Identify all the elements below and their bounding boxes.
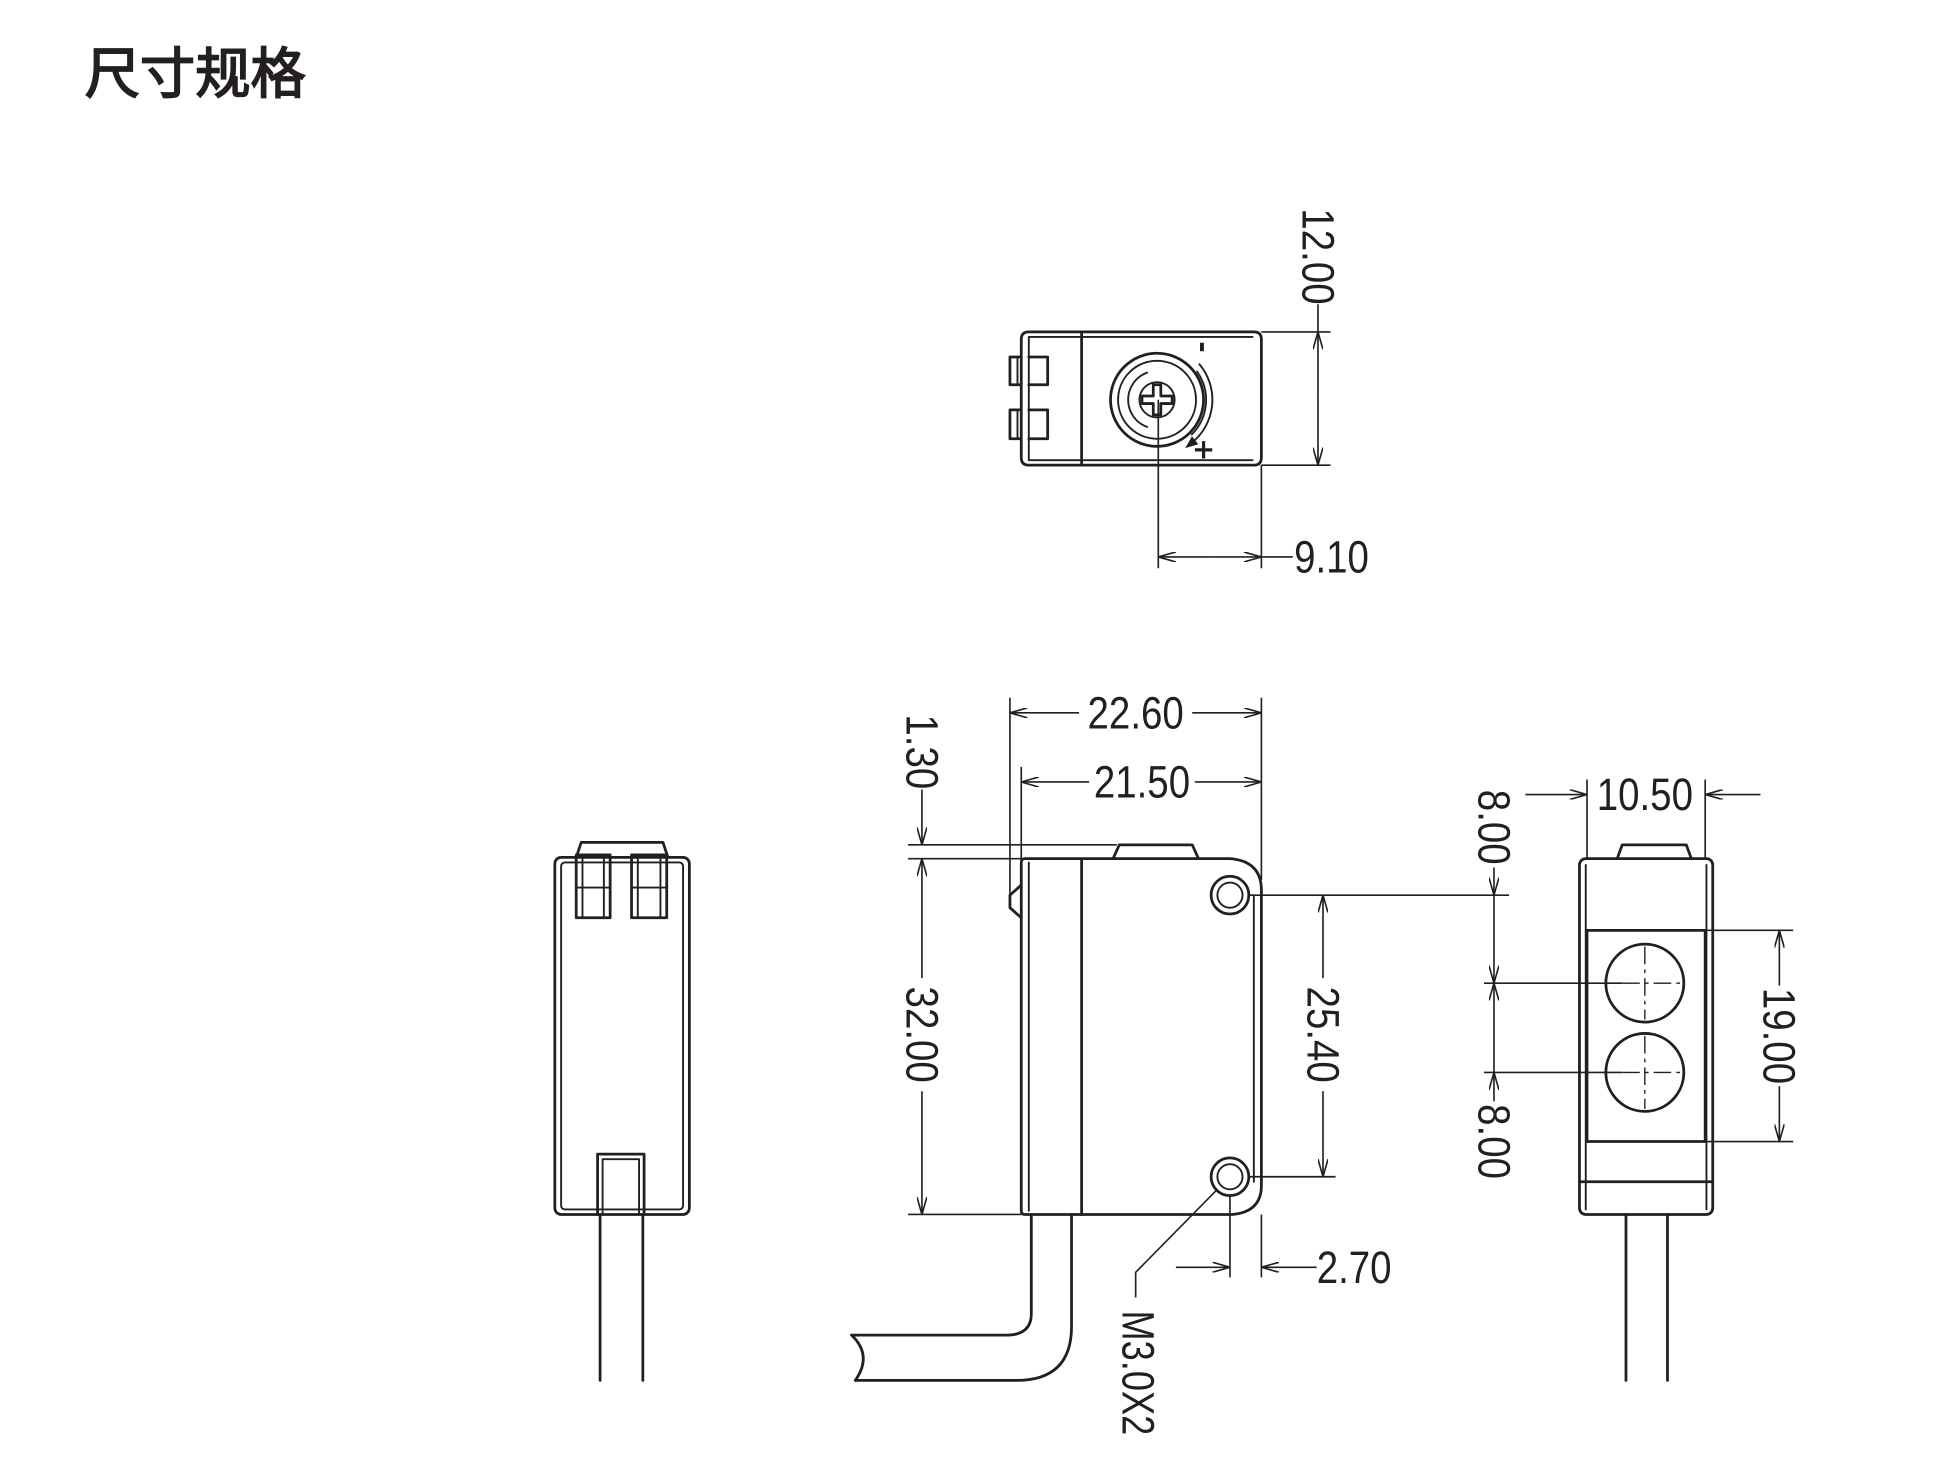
dimension-label: 9.10 (1294, 532, 1369, 583)
connector-tab-bottom (1008, 408, 1050, 441)
dimension-adjuster-offset: 9.10 (1157, 399, 1369, 583)
front-view-top-cap (1111, 843, 1200, 861)
thread-label: M3.0X2 (1113, 1311, 1164, 1436)
top-view: - + 12.00 9.10 (1008, 208, 1369, 583)
thread-callout: M3.0X2 (1113, 1188, 1218, 1436)
side-view-cable-gland (596, 1152, 646, 1216)
side-view-top-cap (574, 840, 670, 920)
dimension-label: 12.00 (1293, 208, 1344, 304)
mounting-hole-top (1209, 874, 1251, 916)
dimension-window-height: 19.00 (1705, 929, 1805, 1143)
adjuster-plus-mark: + (1192, 432, 1215, 465)
dimension-body-height: 32.00 (897, 858, 1022, 1216)
front-view: 22.60 21.50 1.30 32.00 25.40 (850, 688, 1510, 1436)
screw-cross-icon (1140, 383, 1174, 417)
adjust-direction-arrow-icon (1185, 363, 1214, 449)
lens-view: 10.50 8.00 8.00 19.00 (1469, 769, 1805, 1382)
dimension-label: 8.00 (1469, 790, 1520, 865)
lens-view-body (1578, 857, 1715, 1216)
dimension-label: 22.60 (1088, 688, 1184, 739)
page-title: 尺寸规格 (85, 43, 307, 107)
side-view-body (553, 856, 691, 1216)
dimension-hole-pitch: 25.40 (1247, 894, 1510, 1178)
dimension-label: 2.70 (1317, 1242, 1392, 1293)
front-view-side-tab (1008, 883, 1023, 920)
dimension-label: 1.30 (897, 714, 948, 789)
dimension-hole-edge: 2.70 (1175, 1194, 1392, 1293)
front-view-cable (850, 1213, 1073, 1382)
side-view (553, 840, 691, 1382)
lens-view-cable (1624, 1213, 1669, 1382)
dimension-label: 19.00 (1754, 988, 1805, 1084)
dimension-label: 25.40 (1298, 987, 1349, 1083)
dimension-label: 32.00 (897, 987, 948, 1083)
lens-view-top-cap (1615, 843, 1693, 861)
adjuster-minus-mark: - (1187, 341, 1220, 352)
dimension-body-width: 21.50 (1020, 757, 1262, 859)
sensitivity-adjuster-knob (1109, 351, 1205, 448)
dimension-height-top: 12.00 (1261, 208, 1344, 466)
dimension-overall-width: 22.60 (1009, 688, 1263, 896)
connector-tab-top (1008, 355, 1050, 387)
dimension-label: 8.00 (1469, 1104, 1520, 1179)
dimension-label: 10.50 (1597, 769, 1693, 820)
lens-window (1585, 928, 1707, 1143)
dimension-label: 21.50 (1094, 757, 1190, 808)
dimension-lens-view-width: 10.50 (1525, 769, 1761, 859)
side-view-cable (598, 1213, 645, 1382)
front-view-body (1019, 857, 1263, 1216)
dimension-lens-positions: 8.00 8.00 (1469, 790, 1686, 1179)
dimension-cap-height: 1.30 (897, 714, 1117, 860)
